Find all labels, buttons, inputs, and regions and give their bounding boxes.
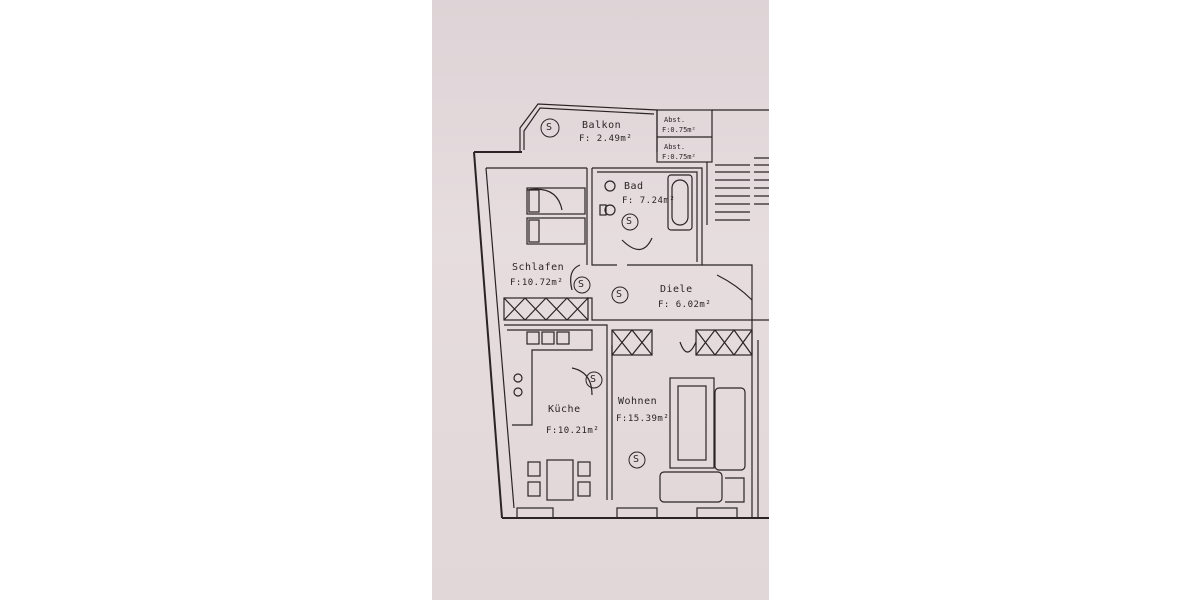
kitchen-counter — [507, 329, 593, 426]
bed-top — [526, 187, 586, 215]
room-name-schlafen: Schlafen — [512, 262, 565, 273]
abst-outline — [656, 109, 713, 163]
marker-text-balkon: S — [546, 122, 553, 133]
marker-text-schlafen: S — [578, 279, 585, 290]
floor-plan-drawing — [473, 103, 769, 519]
room-area-abst-1: F:0.75m² — [662, 126, 696, 134]
marker-text-bad: S — [626, 216, 633, 227]
bathtub — [667, 174, 693, 231]
room-area-wohnen: F:15.39m² — [616, 414, 670, 424]
marker-wohnen — [628, 451, 646, 469]
floor-plan-photo: S S S S S S Balkon F: 2.49m² Abst. F:0.7… — [432, 0, 769, 600]
inner-wall-left — [485, 167, 515, 509]
marker-text-diele: S — [616, 289, 623, 300]
outer-wall-left — [473, 151, 503, 519]
room-name-wohnen: Wohnen — [618, 396, 658, 407]
room-area-diele: F: 6.02m² — [658, 300, 712, 310]
room-name-kueche: Küche — [548, 404, 581, 415]
marker-diele — [611, 286, 629, 304]
stairs — [706, 162, 750, 225]
room-area-bad: F: 7.24m² — [622, 196, 676, 206]
room-name-bad: Bad — [624, 181, 644, 192]
room-name-diele: Diele — [660, 284, 693, 295]
room-area-abst-2: F:0.75m² — [662, 153, 696, 161]
wohnen-window — [611, 329, 653, 356]
bed-bottom — [526, 217, 586, 245]
room-area-kueche: F:10.21m² — [546, 426, 600, 436]
bedroom-window — [503, 297, 589, 321]
room-name-abst-2: Abst. — [664, 143, 686, 151]
marker-text-kueche: S — [590, 374, 597, 385]
room-name-balkon: Balkon — [582, 120, 622, 131]
room-area-schlafen: F:10.72m² — [510, 278, 564, 288]
marker-bad — [621, 213, 639, 231]
marker-schlafen — [573, 276, 591, 294]
marker-text-wohnen: S — [633, 454, 640, 465]
kitchen-table — [546, 459, 574, 501]
sofa-bottom — [659, 471, 723, 503]
room-name-abst-1: Abst. — [664, 116, 686, 124]
living-table — [669, 377, 715, 469]
kitchen-wall-top — [504, 324, 608, 340]
sofa-right — [714, 387, 746, 471]
marker-kueche — [585, 371, 603, 389]
bath-walls — [591, 167, 703, 266]
room-area-balkon: F: 2.49m² — [579, 134, 633, 144]
marker-balkon — [540, 118, 560, 138]
